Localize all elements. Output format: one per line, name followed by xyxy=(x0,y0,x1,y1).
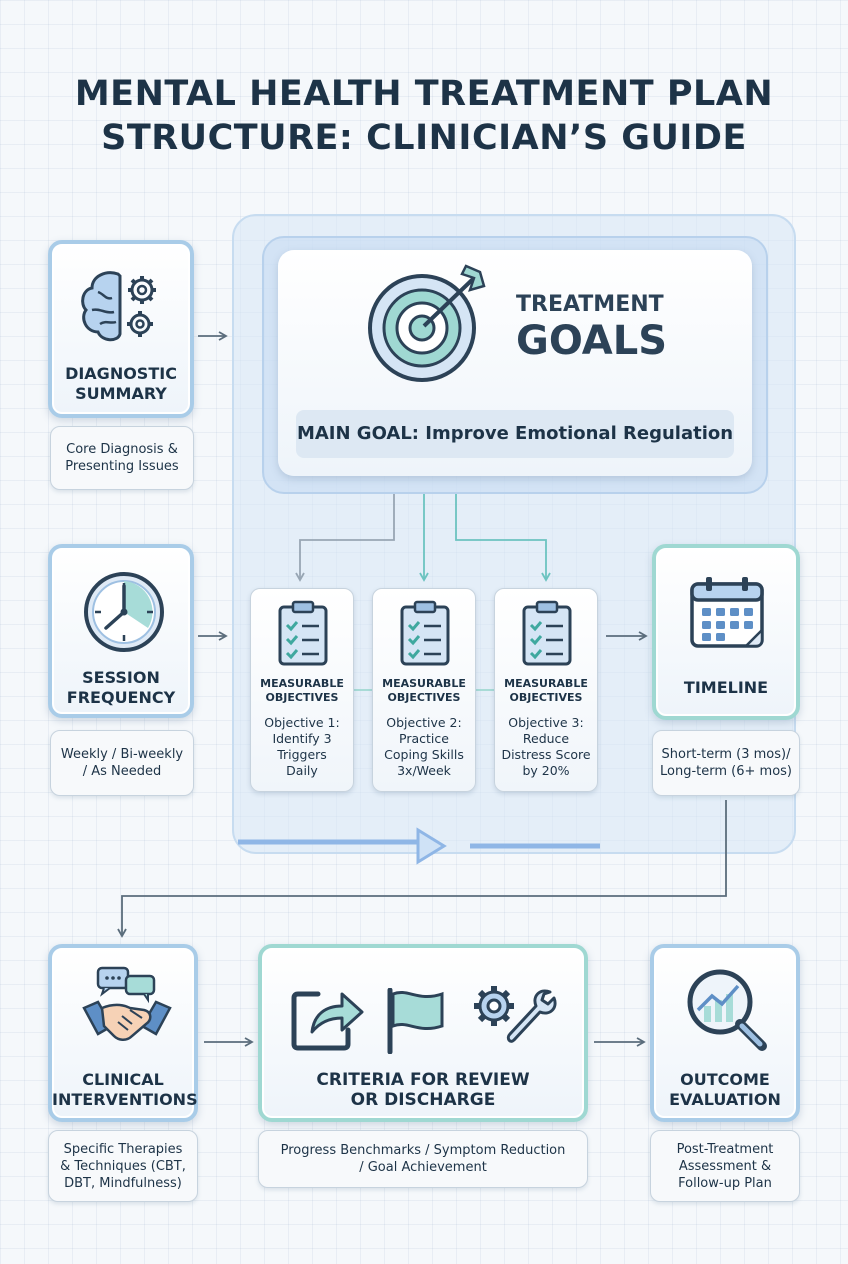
diagnostic-label-line-2: SUMMARY xyxy=(75,384,167,403)
title-line-2: STRUCTURE: CLINICIAN’S GUIDE xyxy=(101,118,747,158)
timeline-card[interactable]: TIMELINE xyxy=(652,544,800,720)
diagnostic-description: Core Diagnosis & Presenting Issues xyxy=(50,426,194,490)
timeline-desc-line-1: Short-term (3 mos)/ xyxy=(661,747,791,762)
session-label-line-2: FREQUENCY xyxy=(66,688,176,707)
objective-2-header-line-2: OBJECTIVES xyxy=(387,691,461,704)
objective-2-line-1: Objective 2: xyxy=(386,715,462,730)
outcome-label-line-2: EVALUATION xyxy=(669,1090,781,1109)
objective-2-line-2: Practice xyxy=(399,731,449,746)
criteria-label-line-1: CRITERIA FOR REVIEW xyxy=(316,1070,530,1090)
treatment-goals-label-2: GOALS xyxy=(516,318,668,364)
target-icon xyxy=(368,264,486,382)
outcome-label-line-1: OUTCOME xyxy=(680,1070,770,1089)
interventions-desc-line-3: DBT, Mindfulness) xyxy=(64,1175,182,1191)
outcome-desc-line-1: Post-Treatment xyxy=(676,1141,774,1157)
session-frequency-card[interactable]: SESSION FREQUENCY xyxy=(48,544,194,718)
objective-2-header-line-1: MEASURABLE xyxy=(382,677,466,690)
objective-1-header: MEASURABLE OBJECTIVES xyxy=(251,677,353,705)
clipboard-checklist-icon xyxy=(522,600,572,666)
treatment-goals-label-1: TREATMENT xyxy=(516,292,664,317)
objective-3-line-1: Objective 3: xyxy=(508,715,584,730)
session-desc-line-2: / As Needed xyxy=(82,764,162,779)
criteria-description: Progress Benchmarks / Symptom Reduction … xyxy=(258,1130,588,1188)
criteria-review-card[interactable]: CRITERIA FOR REVIEW OR DISCHARGE xyxy=(258,944,588,1122)
diagnostic-summary-card[interactable]: DIAGNOSTIC SUMMARY xyxy=(48,240,194,418)
interventions-label-line-2: INTERVENTIONS xyxy=(52,1090,198,1109)
gear-wrench-icon xyxy=(474,986,557,1043)
criteria-label-line-2: OR DISCHARGE xyxy=(350,1090,496,1110)
interventions-label-line-1: CLINICAL xyxy=(82,1070,164,1089)
timeline-desc-line-2: Long-term (6+ mos) xyxy=(660,764,792,779)
objective-2-line-4: 3x/Week xyxy=(397,763,451,778)
objective-1-line-4: Daily xyxy=(286,763,318,778)
export-arrow-icon xyxy=(291,991,364,1051)
clipboard-checklist-icon xyxy=(400,600,450,666)
objective-3-header-line-2: OBJECTIVES xyxy=(509,691,583,704)
clipboard-checklist-icon xyxy=(278,600,328,666)
objective-card-1[interactable]: MEASURABLE OBJECTIVES Objective 1: Ident… xyxy=(250,588,354,792)
objective-2-header: MEASURABLE OBJECTIVES xyxy=(373,677,475,705)
title-line-1: MENTAL HEALTH TREATMENT PLAN xyxy=(74,74,774,114)
handshake-chat-icon xyxy=(82,966,172,1041)
criteria-desc-line-2: / Goal Achievement xyxy=(359,1160,487,1175)
flag-icon xyxy=(387,988,444,1054)
session-frequency-label: SESSION FREQUENCY xyxy=(52,668,190,708)
outcome-evaluation-label: OUTCOME EVALUATION xyxy=(654,1070,796,1110)
session-desc-line-1: Weekly / Bi-weekly xyxy=(60,747,184,762)
session-description: Weekly / Bi-weekly / As Needed xyxy=(50,730,194,796)
diagnostic-desc-line-1: Core Diagnosis & xyxy=(66,442,178,457)
outcome-desc-line-3: Follow-up Plan xyxy=(678,1175,772,1191)
objective-1-line-2: Identify 3 xyxy=(272,731,332,746)
interventions-description: Specific Therapies & Techniques (CBT, DB… xyxy=(48,1130,198,1202)
objective-2-text: Objective 2: Practice Coping Skills 3x/W… xyxy=(375,715,473,779)
outcome-description: Post-Treatment Assessment & Follow-up Pl… xyxy=(650,1130,800,1202)
diagnostic-label-line-1: DIAGNOSTIC xyxy=(65,364,177,383)
interventions-desc-line-1: Specific Therapies xyxy=(63,1141,183,1157)
outcome-desc-line-2: Assessment & xyxy=(678,1158,772,1174)
interventions-desc-line-2: & Techniques (CBT, xyxy=(60,1158,186,1174)
diagnostic-desc-line-2: Presenting Issues xyxy=(65,459,179,474)
outcome-evaluation-card[interactable]: OUTCOME EVALUATION xyxy=(650,944,800,1122)
objective-3-line-4: by 20% xyxy=(522,763,570,778)
clock-icon xyxy=(84,572,164,652)
clinical-interventions-label: CLINICAL INTERVENTIONS xyxy=(52,1070,198,1110)
calendar-icon xyxy=(690,577,764,648)
objective-3-header-line-1: MEASURABLE xyxy=(504,677,588,690)
clinical-interventions-card[interactable]: CLINICAL INTERVENTIONS xyxy=(48,944,198,1122)
session-label-line-1: SESSION xyxy=(82,668,160,687)
objective-1-text: Objective 1: Identify 3 Triggers Daily xyxy=(253,715,351,779)
objective-1-line-3: Triggers xyxy=(277,747,327,762)
objective-1-header-line-2: OBJECTIVES xyxy=(265,691,339,704)
objective-card-2[interactable]: MEASURABLE OBJECTIVES Objective 2: Pract… xyxy=(372,588,476,792)
objective-2-line-3: Coping Skills xyxy=(384,747,464,762)
objective-3-header: MEASURABLE OBJECTIVES xyxy=(495,677,597,705)
objective-3-line-2: Reduce xyxy=(522,731,570,746)
main-goal-banner: MAIN GOAL: Improve Emotional Regulation xyxy=(296,410,734,458)
objective-1-line-1: Objective 1: xyxy=(264,715,340,730)
criteria-desc-line-1: Progress Benchmarks / Symptom Reduction xyxy=(280,1143,566,1158)
page-title: MENTAL HEALTH TREATMENT PLAN STRUCTURE: … xyxy=(0,72,848,160)
objective-card-3[interactable]: MEASURABLE OBJECTIVES Objective 3: Reduc… xyxy=(494,588,598,792)
objective-3-text: Objective 3: Reduce Distress Score by 20… xyxy=(497,715,595,779)
timeline-label: TIMELINE xyxy=(683,678,769,697)
brain-gears-icon xyxy=(81,271,156,342)
timeline-description: Short-term (3 mos)/ Long-term (6+ mos) xyxy=(652,730,800,796)
objective-3-line-3: Distress Score xyxy=(501,747,591,762)
objective-1-header-line-1: MEASURABLE xyxy=(260,677,344,690)
magnifier-chart-icon xyxy=(687,969,767,1051)
criteria-review-label: CRITERIA FOR REVIEW OR DISCHARGE xyxy=(262,1070,584,1110)
diagnostic-summary-label: DIAGNOSTIC SUMMARY xyxy=(52,364,190,404)
